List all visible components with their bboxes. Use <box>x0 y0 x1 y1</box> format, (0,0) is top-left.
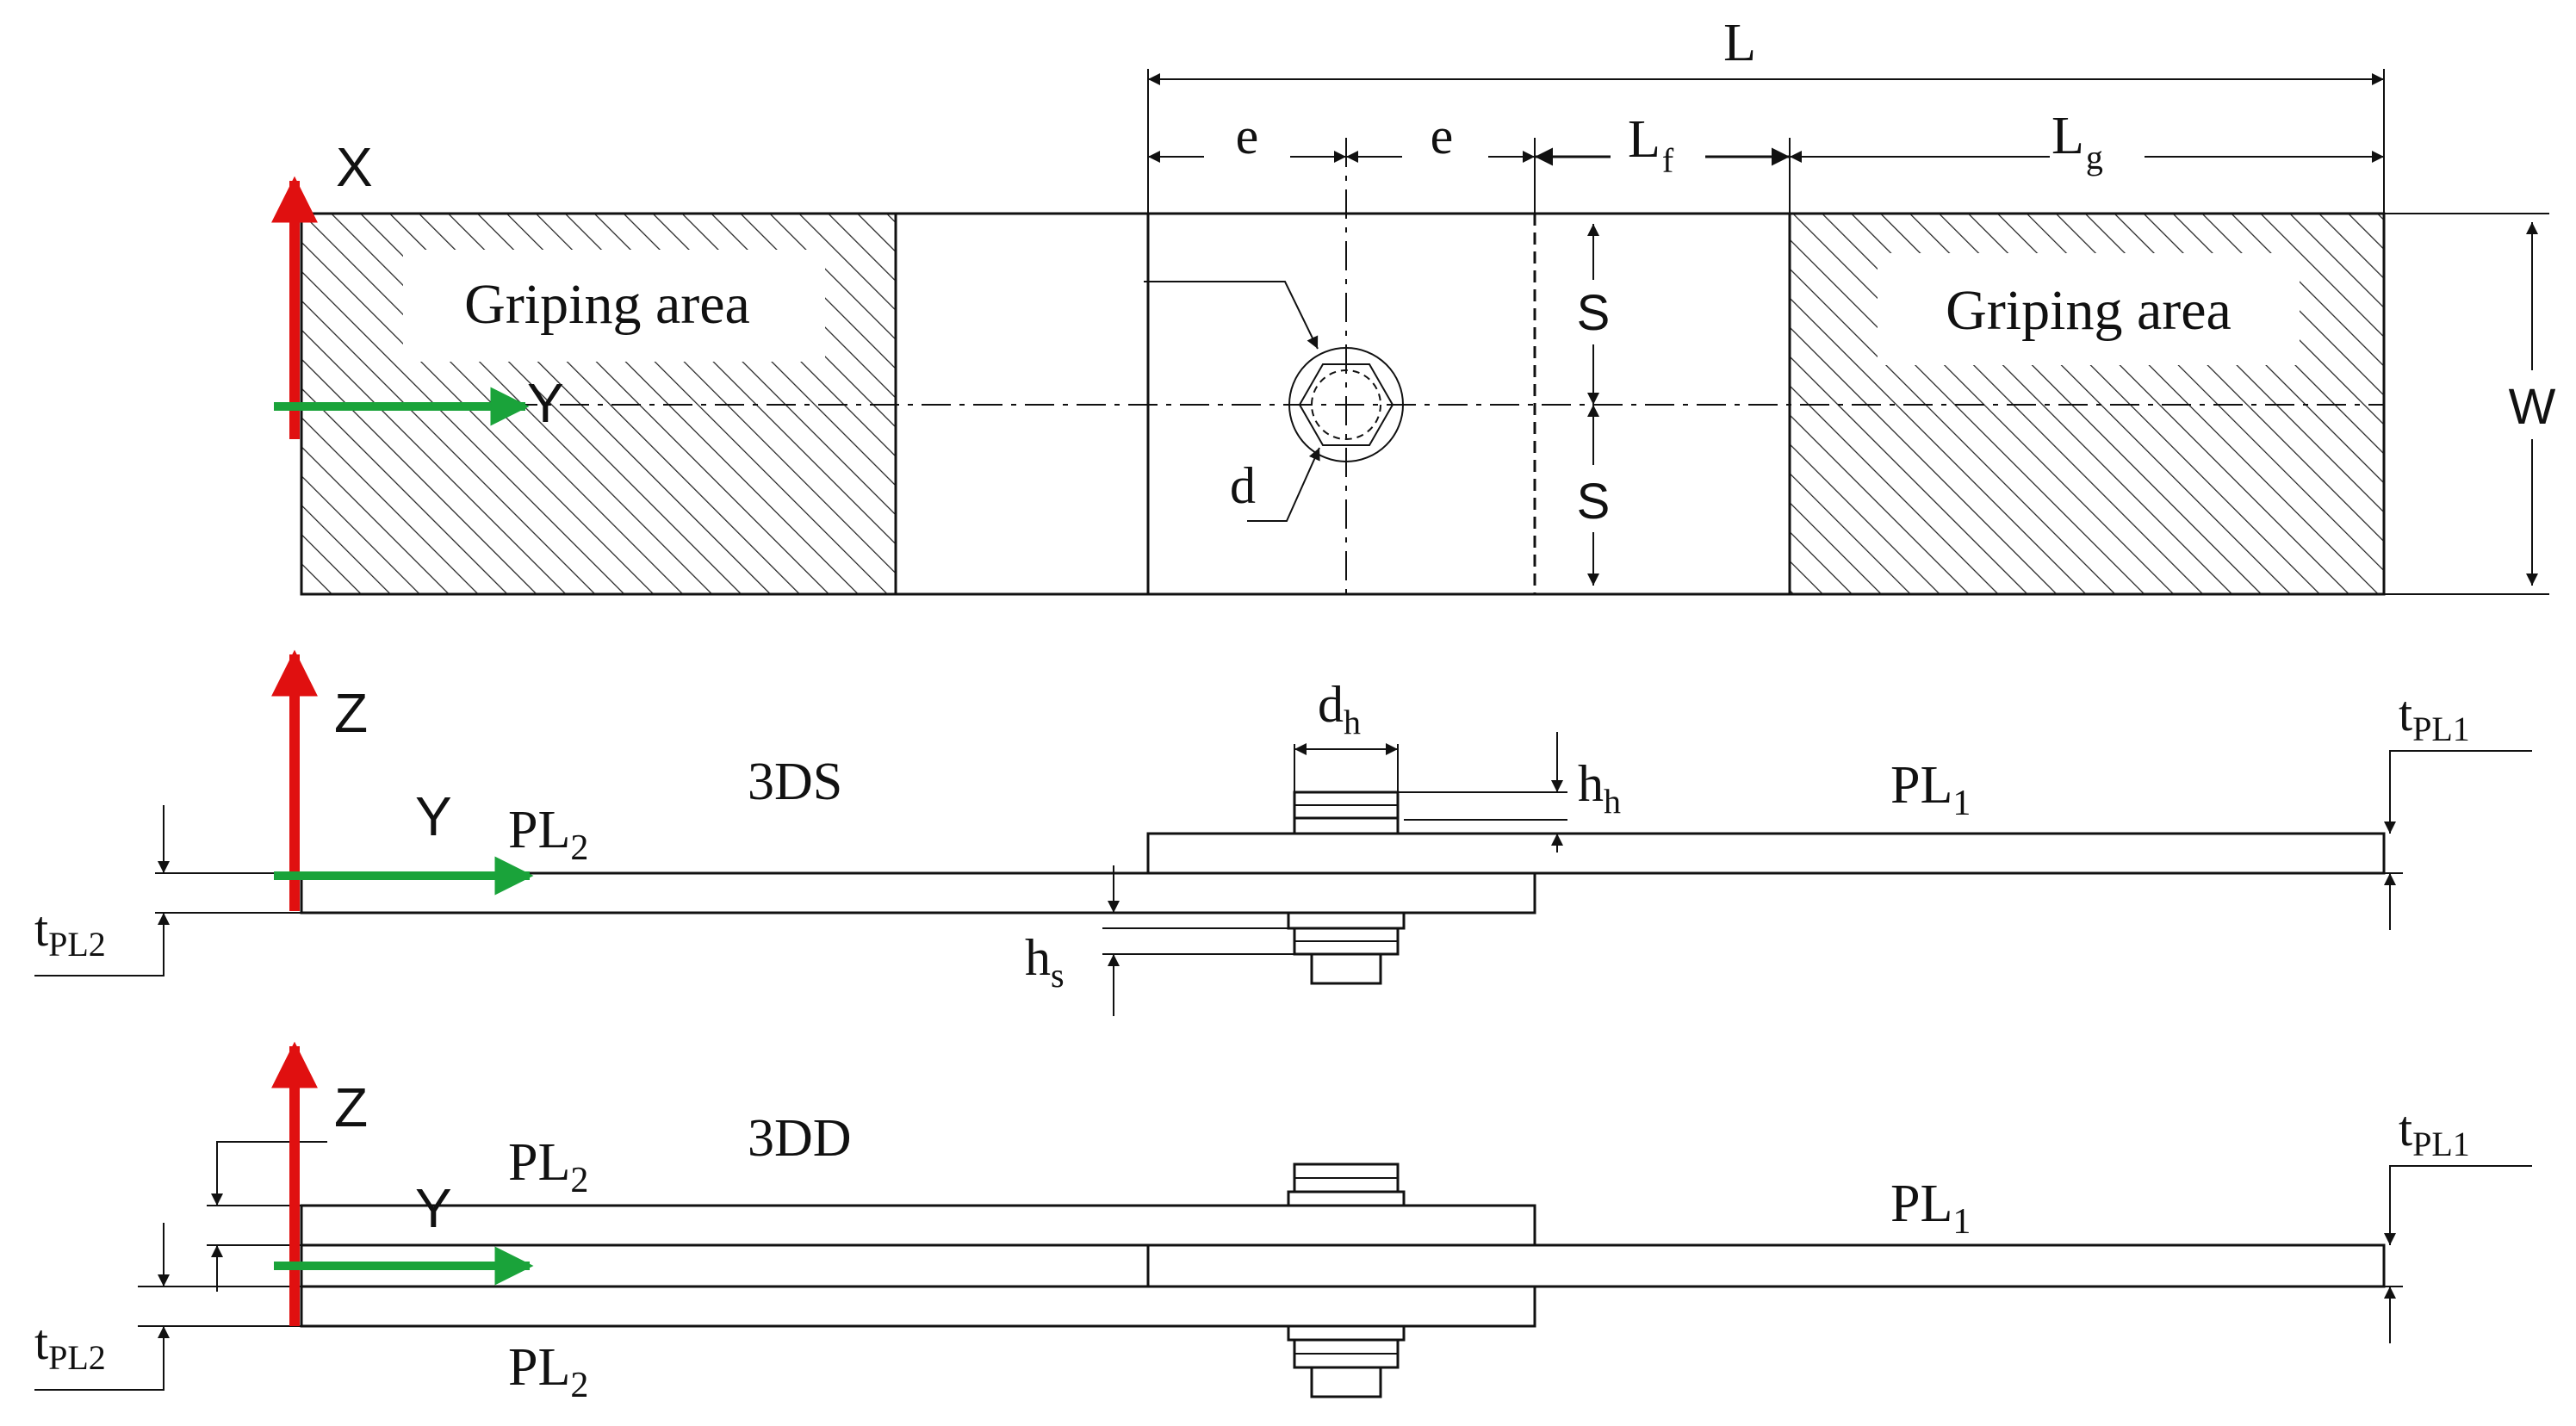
plate-pl2-lower-label: PL2 <box>508 1338 588 1405</box>
right-griping-label-bg <box>1878 253 2300 365</box>
axis-z-label-3dd: Z <box>334 1076 368 1138</box>
section-3dd: tPL1 tPL2 3DD PL2 PL1 PL2 Z Y <box>34 1041 2532 1405</box>
dim-d-label: d <box>1230 457 1256 514</box>
dim-tpl2-label-3ds: tPL2 <box>34 901 106 964</box>
dim-e2-label: e <box>1431 108 1454 164</box>
section-3ds: dh hh hs tPL1 tPL2 3DS PL2 PL1 Z Y <box>34 649 2532 1016</box>
dim-S1-label: S <box>1577 285 1611 341</box>
plate-pl1-3ds <box>1146 832 2386 875</box>
plate-pl2-lower-3dd <box>300 1285 1536 1328</box>
dim-W-label: W <box>2509 379 2556 435</box>
dim-hs-label: hs <box>1025 929 1065 995</box>
plan-view: d L e e Lf Lg S S W Griping area Griping… <box>271 14 2556 596</box>
dim-hh-label: hh <box>1578 755 1621 821</box>
axis-x-label: X <box>336 136 373 198</box>
dim-Lg-label: Lg <box>2051 107 2103 177</box>
left-griping-label-bg <box>403 250 825 362</box>
plate-pl1-label-3dd: PL1 <box>1890 1175 1971 1242</box>
axis-z-label-3ds: Z <box>334 682 368 744</box>
plate-pl2-upper-label: PL2 <box>508 1133 588 1200</box>
left-griping-label: Griping area <box>464 273 750 336</box>
axis-y-label-3dd: Y <box>415 1177 452 1239</box>
axis-y-label-3ds: Y <box>415 785 452 847</box>
dim-L-label: L <box>1723 14 1756 72</box>
plate-pl1-3dd <box>1146 1243 2386 1288</box>
bolt-head-plan <box>1288 347 1404 462</box>
right-griping-label: Griping area <box>1946 279 2231 342</box>
bolt-3ds <box>1287 790 1406 985</box>
section-3dd-title: 3DD <box>748 1109 852 1168</box>
dim-e1-label: e <box>1236 108 1259 164</box>
dim-dh-label: dh <box>1318 676 1361 741</box>
dim-Lf-label: Lf <box>1628 110 1674 180</box>
dim-tpl2-label-3dd: tPL2 <box>34 1314 106 1377</box>
section-3ds-title: 3DS <box>748 753 842 811</box>
dim-tpl1-label-3ds: tPL1 <box>2399 685 2470 748</box>
bolt-3dd <box>1287 1162 1406 1398</box>
plate-pl2-label-3ds: PL2 <box>508 801 588 868</box>
axis-y-label: Y <box>527 372 564 434</box>
dim-S2-label: S <box>1577 474 1611 530</box>
dim-tpl1-label-3dd: tPL1 <box>2399 1100 2470 1163</box>
plate-pl2-upper-3dd <box>300 1204 1536 1247</box>
plate-pl1-label-3ds: PL1 <box>1890 756 1971 823</box>
